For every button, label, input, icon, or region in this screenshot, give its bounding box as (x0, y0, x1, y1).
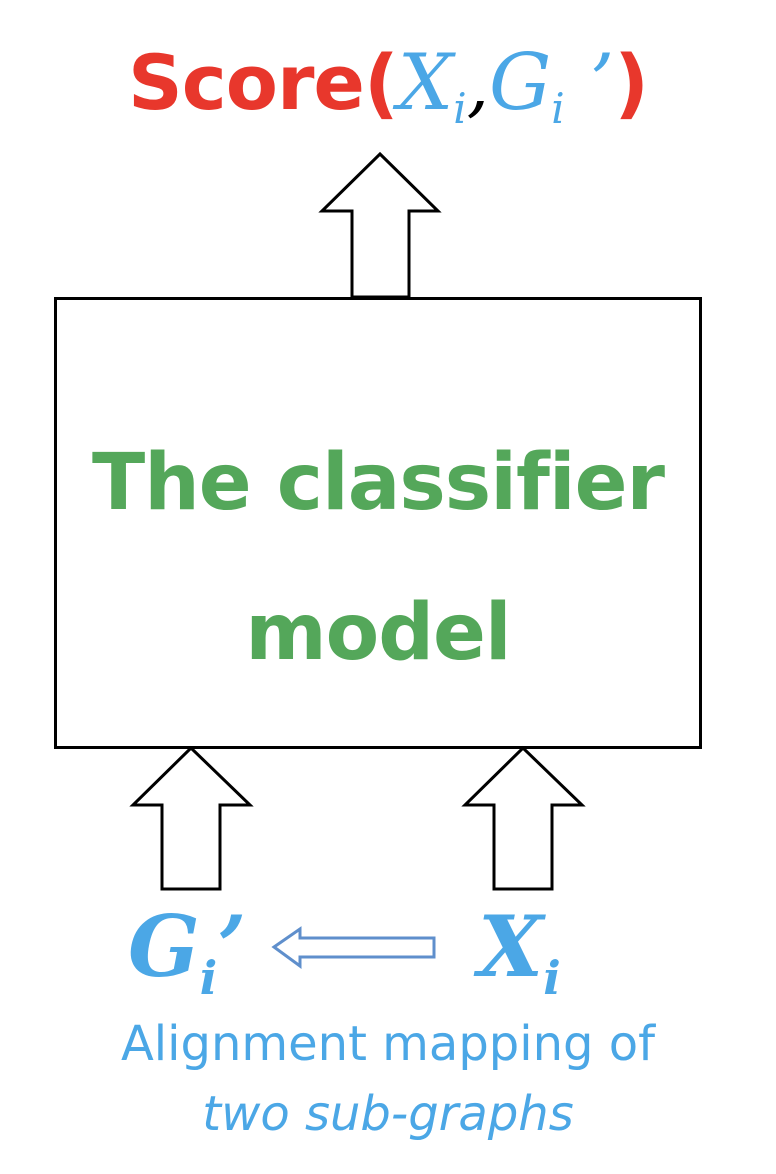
score-close-paren: ) (614, 38, 649, 127)
score-g-subscript: i (551, 84, 565, 133)
score-title: Score(Xi,Gi ’) (0, 44, 776, 130)
input-arrow-x (461, 745, 586, 891)
input-x-variable: X (478, 897, 544, 996)
output-arrow (318, 151, 442, 299)
classifier-label-line2: model (245, 588, 511, 678)
input-g-variable: G (128, 897, 200, 996)
score-g-variable: G (488, 38, 552, 128)
score-comma: , (466, 44, 489, 126)
score-x-subscript: i (453, 84, 467, 133)
score-g-prime: ’ (564, 38, 615, 128)
score-x-variable: X (397, 38, 454, 128)
classifier-label-line1: The classifier (91, 438, 665, 528)
mapping-caption-line1: Alignment mapping of (120, 1016, 656, 1072)
mapping-arrow (271, 926, 436, 969)
input-x-label: Xi (478, 905, 561, 1002)
mapping-caption-line2: two sub-graphs (202, 1086, 574, 1142)
input-g-label: Gi’ (128, 905, 246, 1002)
input-g-subscript: i (199, 951, 218, 1005)
classifier-label: The classifier model (57, 408, 699, 708)
classifier-box: The classifier model (54, 297, 702, 749)
score-open-paren: ( (363, 38, 399, 127)
input-g-prime: ’ (217, 897, 247, 996)
score-word: Score (127, 38, 365, 127)
input-x-subscript: i (543, 951, 561, 1005)
input-arrow-g (129, 745, 254, 891)
